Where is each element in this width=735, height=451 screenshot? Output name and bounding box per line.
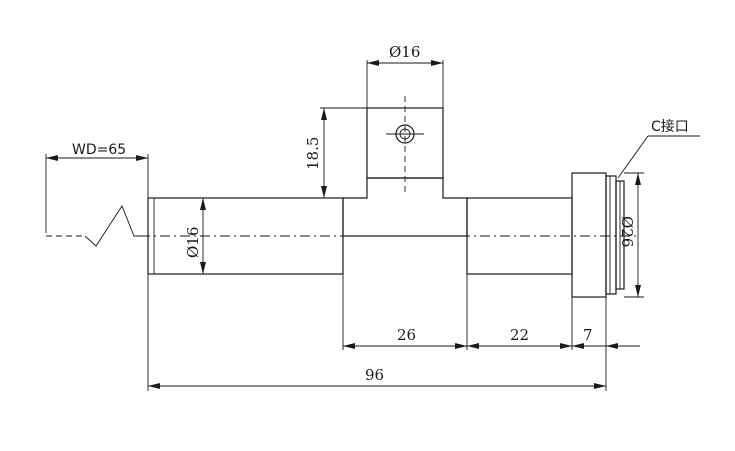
mount-height-label: 18.5 [304,137,322,170]
dim-mount-width: Ø16 [366,43,444,108]
mount-diameter-label: Ø16 [389,43,420,61]
body-diameter-label: Ø16 [184,227,202,258]
total-length-label: 96 [365,366,384,384]
working-distance-label: WD=65 [72,142,126,158]
c-mount-flange [571,172,625,298]
dim-flange-diameter: Ø26 [618,172,644,298]
dim-mount-height: 18.5 [304,107,367,199]
mount-block [342,96,468,237]
working-distance-break [45,154,147,247]
segment-22-label: 22 [510,326,529,344]
dim-body-diameter: Ø16 [184,198,206,274]
segment-26-label: 26 [397,326,416,344]
dim-segments: 26 22 7 96 [147,236,640,391]
interface-callout: C接口 [617,118,700,179]
flange-diameter-label: Ø26 [618,216,636,247]
interface-label: C接口 [651,118,689,135]
segment-7-label: 7 [583,326,593,344]
dim-working-distance: WD=65 [46,142,149,198]
